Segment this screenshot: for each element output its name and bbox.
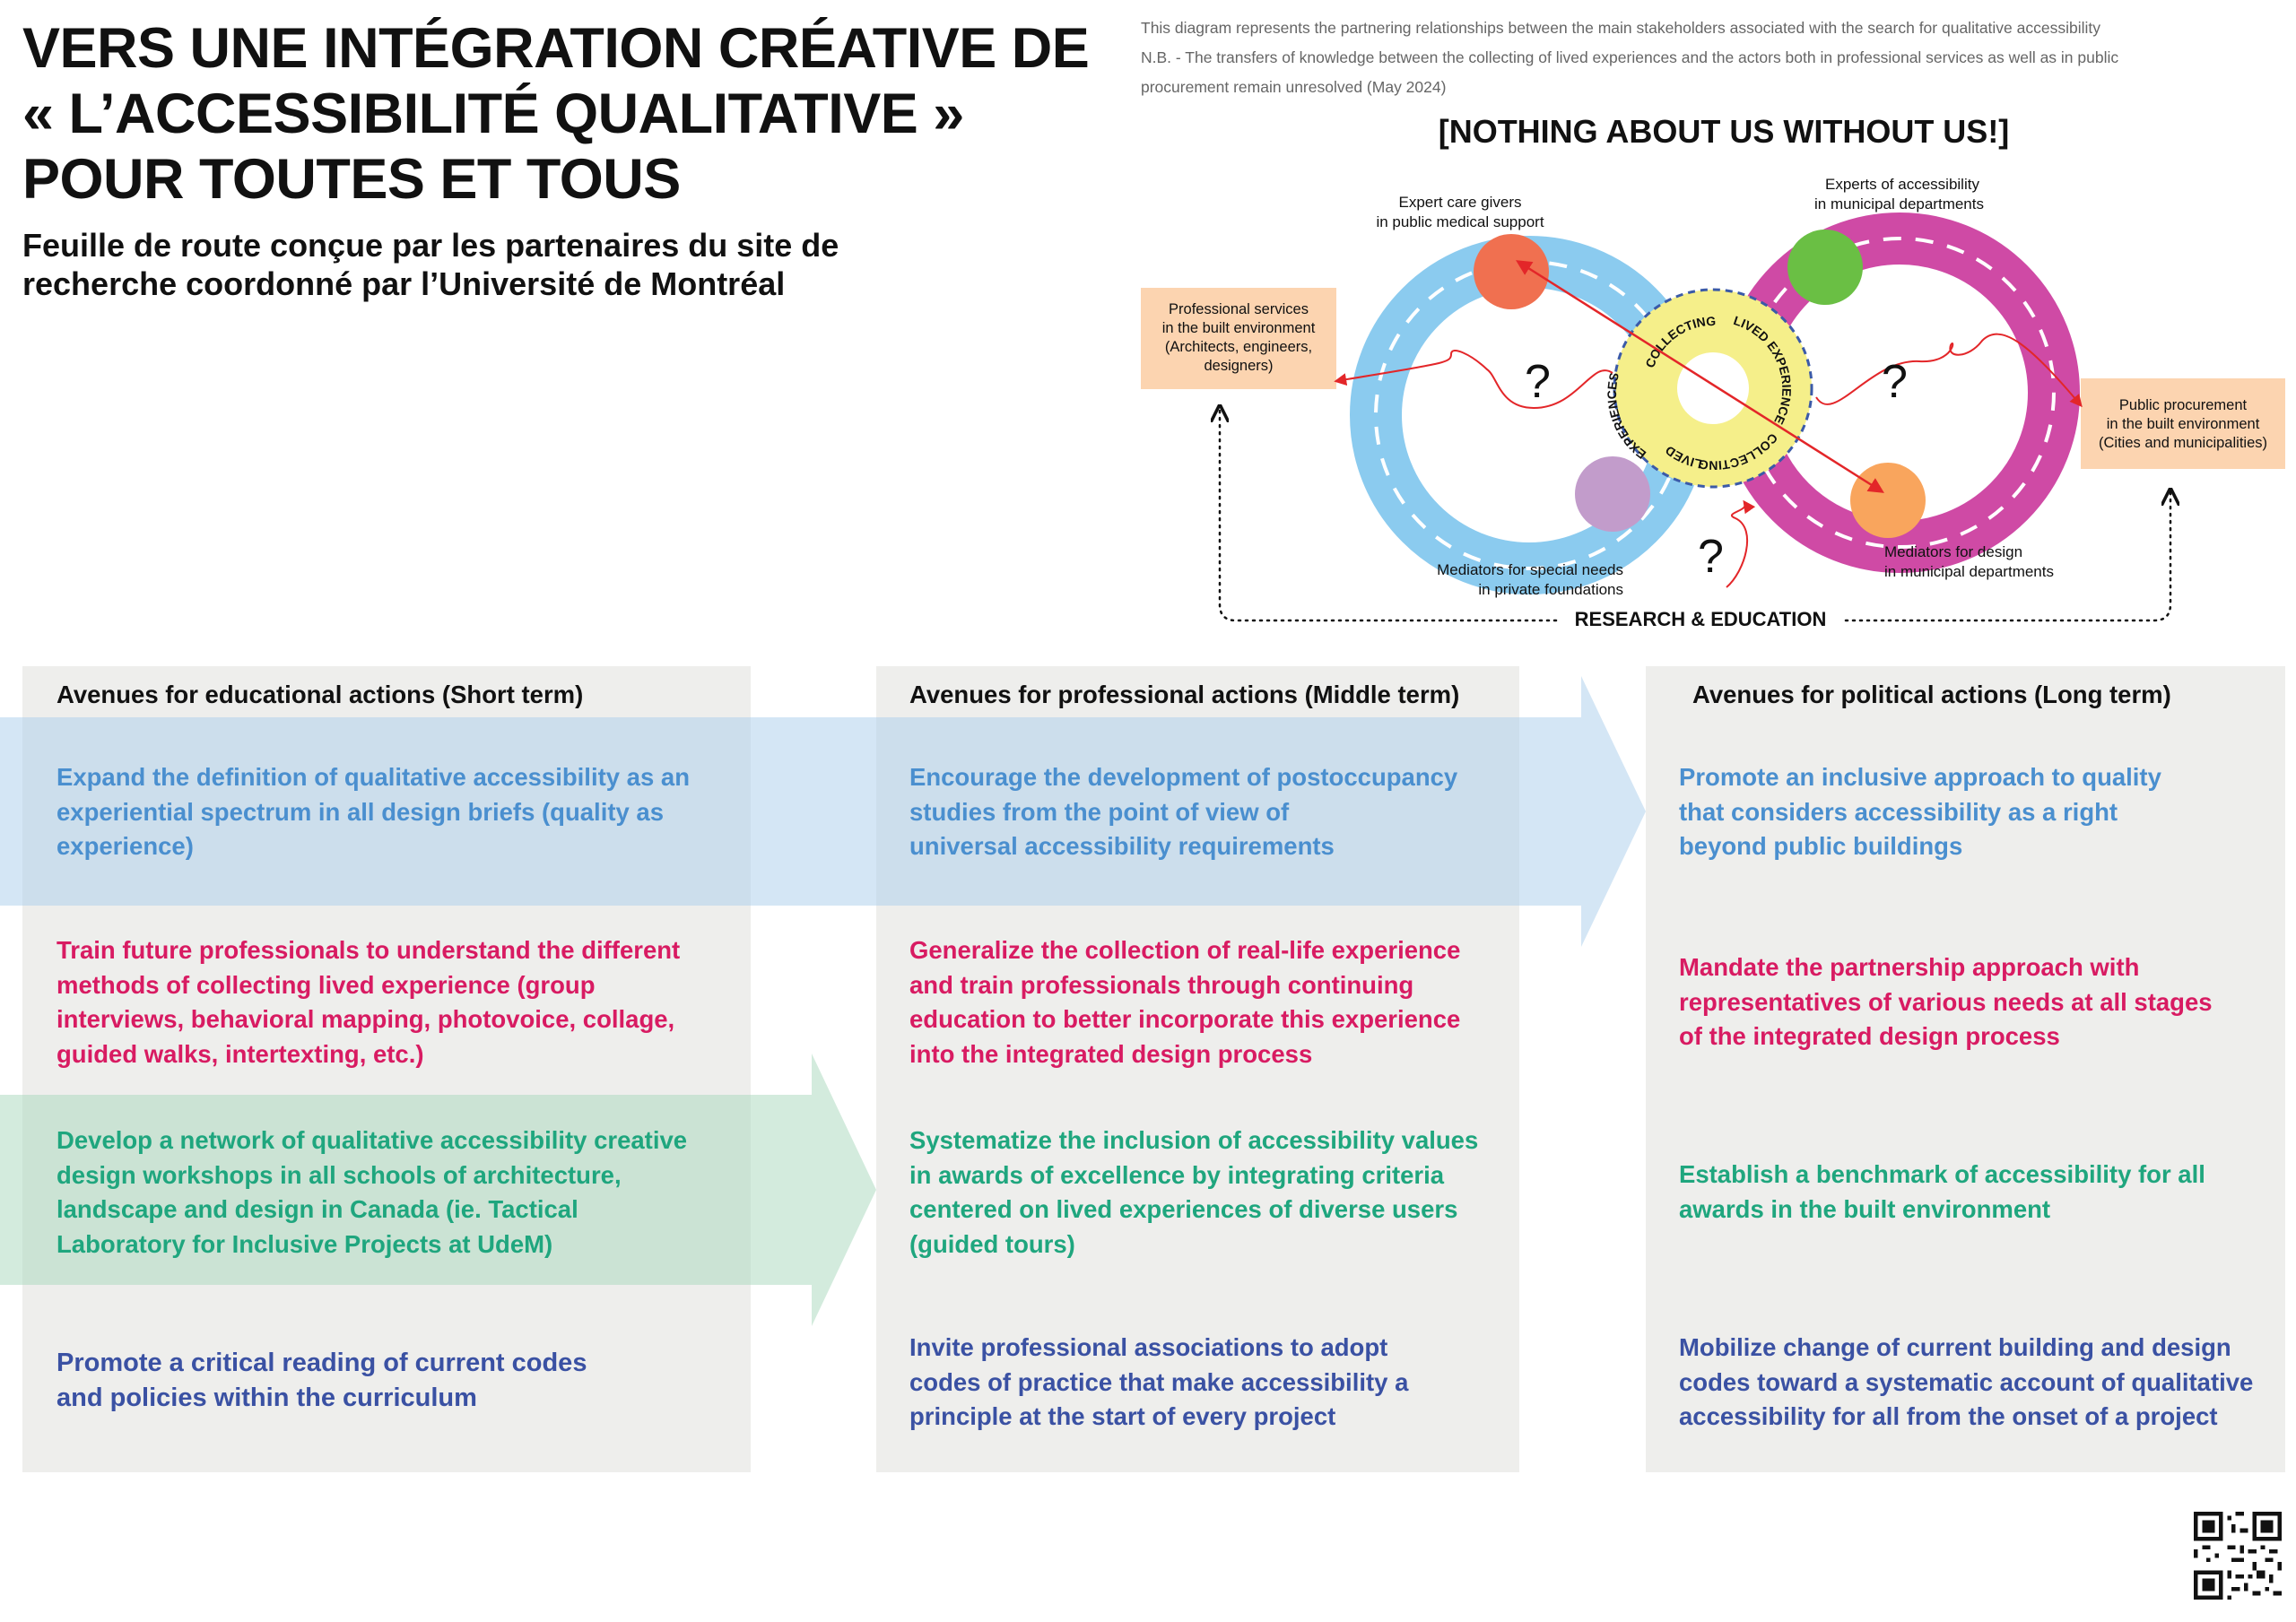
title-line: VERS UNE INTÉGRATION CRÉATIVE DE <box>22 17 1090 80</box>
public-procurement-label: in the built environment <box>2107 416 2260 432</box>
political-item: Promote an inclusive approach to quality… <box>1679 763 2161 860</box>
care-givers-circle <box>1474 234 1549 309</box>
page-title: VERS UNE INTÉGRATION CRÉATIVE DE « L’ACC… <box>22 16 1126 213</box>
mediators-special-label: Mediators for special needs <box>1437 561 1623 578</box>
column-heading-educational: Avenues for educational actions (Short t… <box>57 681 584 708</box>
public-procurement-label: Public procurement <box>2119 397 2248 413</box>
stakeholder-diagram: COLLECTING LIVED EXPERIENCES COLLECTING … <box>1135 175 2285 630</box>
question-mark: ? <box>1525 356 1551 408</box>
care-givers-label: Expert care givers <box>1399 194 1522 211</box>
professional-item: Systematize the inclusion of accessibili… <box>909 1126 1479 1258</box>
mediators-design-label: in municipal departments <box>1884 563 2054 580</box>
professional-item: Encourage the development of postoccupan… <box>909 763 1458 860</box>
political-panel <box>1646 666 2285 1472</box>
title-line: « L’ACCESSIBILITÉ QUALITATIVE » <box>22 82 964 145</box>
public-procurement-label: (Cities and municipalities) <box>2099 435 2267 451</box>
experts-municipal-label: Experts of accessibility <box>1825 176 1979 193</box>
slogan: [NOTHING ABOUT US WITHOUT US!] <box>1438 113 2010 150</box>
professional-services-label: in the built environment <box>1162 320 1316 336</box>
squiggle-arrow-left <box>1334 350 1613 410</box>
title-line: POUR TOUTES ET TOUS <box>22 148 681 211</box>
care-givers-label: in public medical support <box>1376 213 1544 230</box>
professional-services-label: Professional services <box>1169 301 1309 317</box>
professional-item: Invite professional associations to adop… <box>909 1333 1409 1430</box>
educational-item: Expand the definition of qualitative acc… <box>57 763 691 860</box>
professional-services-label: (Architects, engineers, <box>1165 339 1312 355</box>
squiggle-arrow-bottom <box>1726 499 1756 588</box>
subtitle-line: recherche coordonné par l’Université de … <box>22 265 786 302</box>
educational-item: Train future professionals to understand… <box>57 936 681 1068</box>
research-loop-left <box>1220 408 1558 622</box>
qr-code <box>2194 1512 2282 1600</box>
column-heading-professional: Avenues for professional actions (Middle… <box>909 681 1460 708</box>
educational-item: Develop a network of qualitative accessi… <box>57 1126 688 1258</box>
care-design-arrow <box>1516 260 1884 493</box>
question-mark: ? <box>1698 531 1724 583</box>
professional-services-box <box>1141 288 1336 389</box>
mediators-special-label: in private foundations <box>1478 581 1623 598</box>
collecting-ring-hole <box>1677 352 1749 424</box>
professional-services-label: designers) <box>1204 358 1273 374</box>
experts-municipal-label: in municipal departments <box>1814 195 1984 213</box>
mediators-special-circle <box>1575 456 1650 532</box>
question-mark: ? <box>1882 356 1908 408</box>
educational-item: Promote a critical reading of current co… <box>57 1349 587 1412</box>
diagram-note: This diagram represents the partnering r… <box>1141 19 2101 37</box>
diagram-note: procurement remain unresolved (May 2024) <box>1141 78 1447 96</box>
squiggle-arrow-right <box>1815 333 2083 408</box>
research-loop-right <box>1844 491 2170 622</box>
page-subtitle: Feuille de route conçue par les partenai… <box>22 226 1054 303</box>
subtitle-line: Feuille de route conçue par les partenai… <box>22 227 839 264</box>
political-item: Mobilize change of current building and … <box>1679 1333 2254 1430</box>
professional-item: Generalize the collection of real-life e… <box>909 936 1461 1068</box>
column-heading-political: Avenues for political actions (Long term… <box>1692 681 2171 708</box>
diagram-note: N.B. - The transfers of knowledge betwee… <box>1141 48 2119 66</box>
research-education-label: RESEARCH & EDUCATION <box>1575 608 1827 630</box>
experts-municipal-circle <box>1787 230 1863 305</box>
mediators-design-circle <box>1850 463 1926 538</box>
public-procurement-box <box>2081 378 2285 469</box>
mediators-design-label: Mediators for design <box>1884 543 2022 560</box>
political-item: Establish a benchmark of accessibility f… <box>1679 1160 2205 1223</box>
